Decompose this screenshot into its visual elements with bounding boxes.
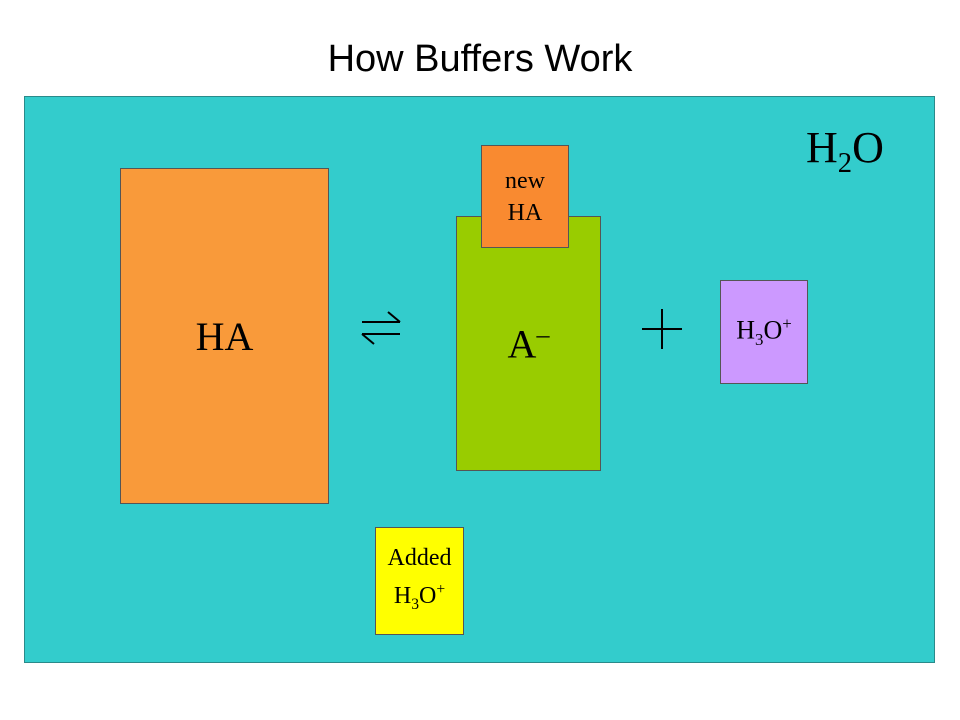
added-hydronium-h: H xyxy=(393,582,412,609)
conjugate-base-box: A– xyxy=(456,216,601,471)
ha-box: HA xyxy=(120,168,329,504)
equilibrium-arrows-icon xyxy=(361,311,401,345)
added-hydronium-box: Added H3O+ xyxy=(375,527,464,635)
added-hydronium-charge: + xyxy=(436,580,446,598)
plus-icon xyxy=(642,309,682,349)
hydronium-box: H3O+ xyxy=(720,280,808,384)
hydronium-o: O xyxy=(763,315,783,345)
ha-label: HA xyxy=(195,313,254,359)
added-label: Added xyxy=(387,544,452,571)
conjugate-base-symbol: A xyxy=(507,321,537,367)
hydronium-label: H3O+ xyxy=(736,314,792,350)
added-hydronium-o: O xyxy=(419,582,437,609)
hydronium-subscript: 3 xyxy=(755,329,764,349)
hydronium-charge: + xyxy=(782,314,792,334)
hydronium-h: H xyxy=(736,315,755,345)
new-ha-line1: new xyxy=(505,167,545,194)
added-hydronium-label: H3O+ xyxy=(394,574,445,621)
water-label-o: O xyxy=(852,123,884,172)
conjugate-base-label: A– xyxy=(508,320,550,367)
water-label: H2O xyxy=(806,122,884,180)
water-label-h: H xyxy=(806,123,838,172)
water-label-subscript: 2 xyxy=(837,147,853,179)
added-hydronium-subscript: 3 xyxy=(411,595,419,613)
conjugate-base-charge: – xyxy=(536,319,550,349)
page-title: How Buffers Work xyxy=(327,38,633,80)
new-ha-line2: HA xyxy=(507,199,543,226)
new-ha-box: new HA xyxy=(481,145,569,248)
